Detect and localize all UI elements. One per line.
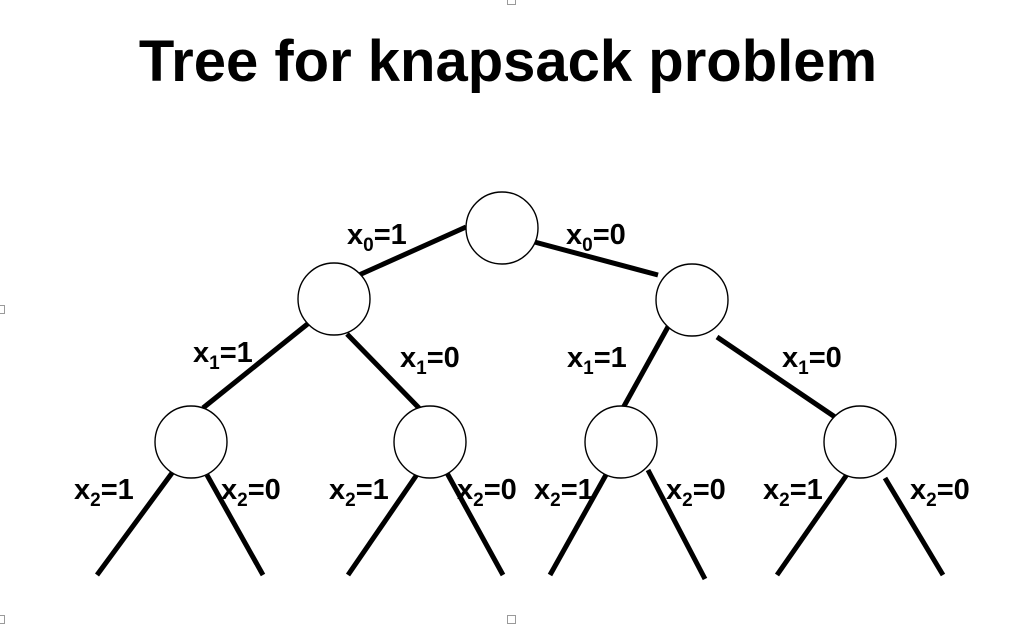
edge-rr-left [774, 471, 851, 577]
edge-label-lr-right: x2=0 [457, 474, 517, 511]
edge-root-left [357, 224, 468, 278]
edge-label-l-right: x1=0 [400, 342, 460, 379]
tree-node-r [655, 263, 729, 337]
tree-node-root [465, 191, 539, 265]
edge-r-left [620, 323, 672, 410]
edge-ll-right [204, 473, 266, 577]
edge-label-rr-left: x2=1 [763, 474, 823, 511]
edge-label-rl-left: x2=1 [534, 474, 594, 511]
edge-l-right [345, 332, 421, 410]
tree-node-rl [584, 405, 658, 479]
tree-node-rr [823, 405, 897, 479]
tree-node-l [297, 262, 371, 336]
edge-label-r-left: x1=1 [567, 342, 627, 379]
edge-ll-left [94, 471, 175, 577]
edge-label-rr-right: x2=0 [910, 474, 970, 511]
edge-rr-right [882, 476, 946, 577]
slide-title: Tree for knapsack problem [138, 29, 878, 94]
edge-lr-right [444, 471, 506, 577]
edge-label-r-right: x1=0 [782, 342, 842, 379]
edge-r-right [715, 334, 837, 420]
edge-rl-right [645, 468, 708, 581]
edge-label-ll-left: x2=1 [74, 474, 134, 511]
edge-l-left [201, 320, 312, 410]
edge-lr-left [345, 471, 421, 577]
edge-root-right [526, 237, 659, 278]
edge-label-rl-right: x2=0 [666, 474, 726, 511]
edge-rl-left [547, 471, 610, 577]
tree-node-ll [154, 405, 228, 479]
edge-label-root-left: x0=1 [347, 219, 407, 256]
edge-label-l-left: x1=1 [193, 337, 253, 374]
edge-label-lr-left: x2=1 [329, 474, 389, 511]
selection-handle-left-middle[interactable] [0, 305, 5, 314]
tree-node-lr [393, 405, 467, 479]
selection-handle-top-center[interactable] [507, 0, 516, 5]
edge-label-ll-right: x2=0 [221, 474, 281, 511]
edge-label-root-right: x0=0 [566, 219, 626, 256]
